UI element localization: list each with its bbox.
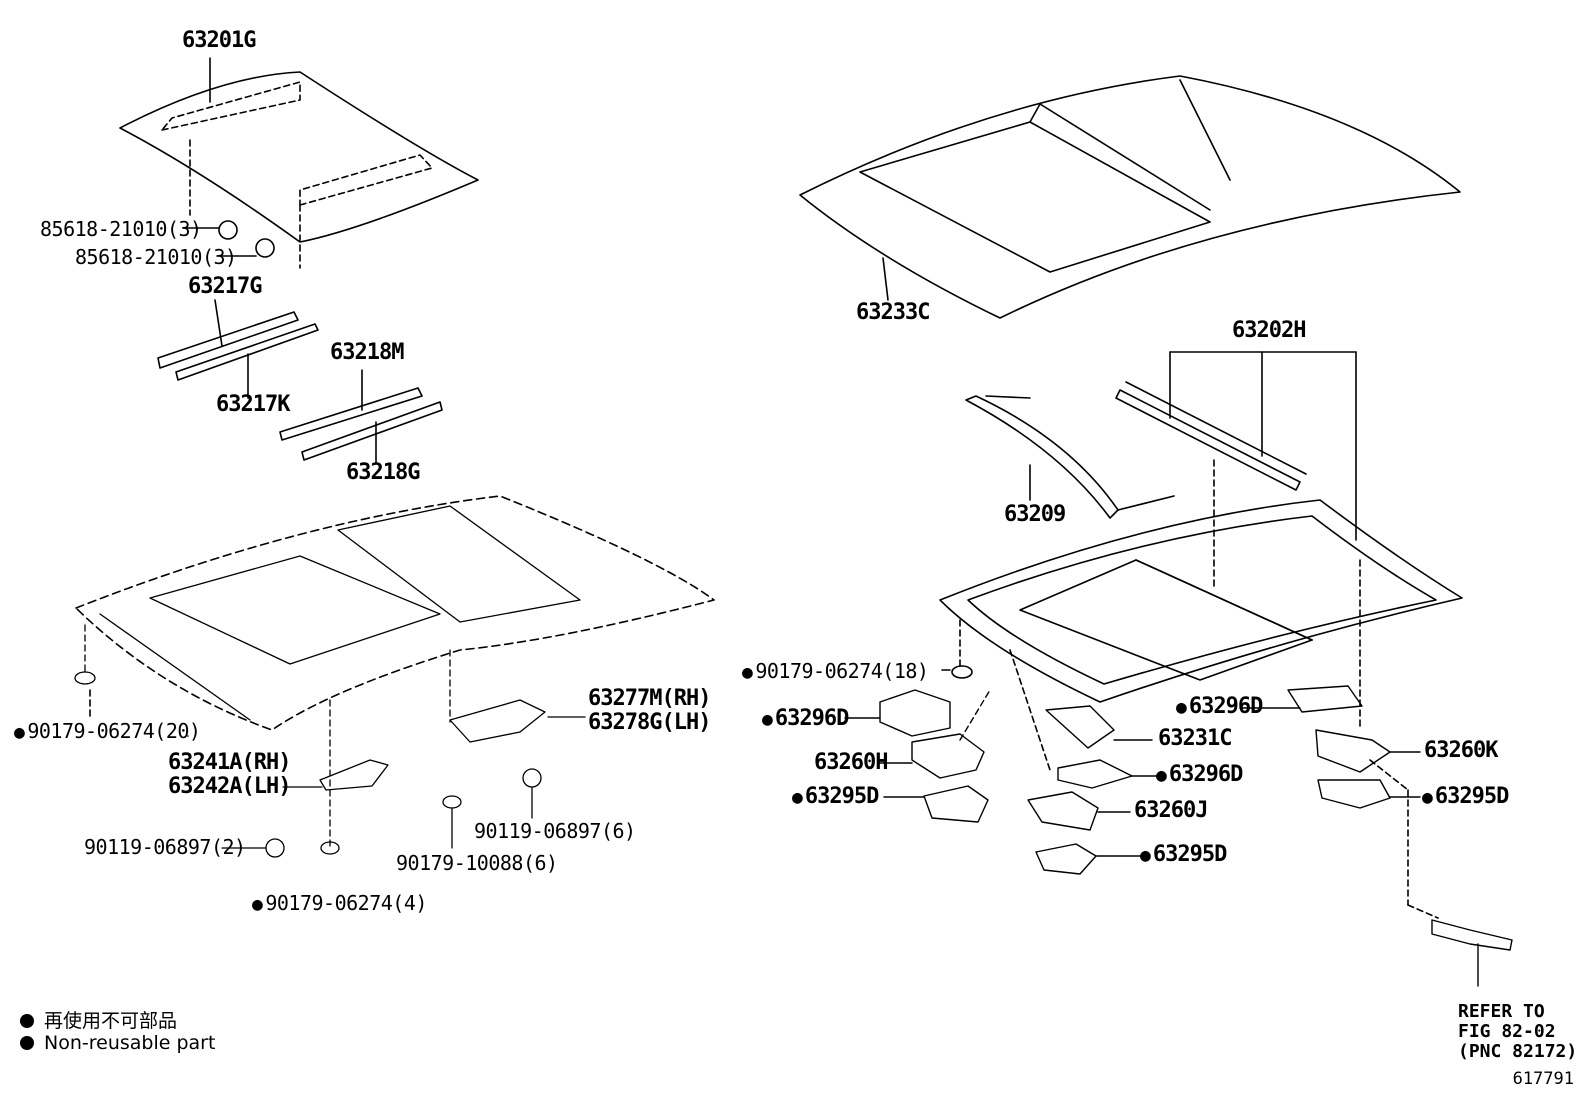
part-label-63218m: 63218M: [330, 340, 404, 365]
part-label-63217k: 63217K: [216, 392, 290, 417]
part-label-63296d-c: 63296D: [1176, 696, 1263, 719]
part-label-63296d-b: 63296D: [1156, 764, 1243, 787]
part-label-90179-18: 90179-06274(18): [742, 660, 929, 684]
headliner-part: [75, 495, 715, 731]
molding-strips-part: [157, 299, 443, 463]
headliner-inner: [74, 505, 586, 858]
part-label-63242a: 63242A(LH): [168, 774, 291, 799]
legend-jp-text: 再使用不可部品: [44, 1010, 178, 1032]
bullet-icon: [20, 1036, 34, 1050]
part-label-90179-10088: 90179-10088(6): [396, 851, 558, 875]
part-label-63295d-c: 63295D: [1422, 786, 1509, 809]
part-label-90119-6: 90119-06897(6): [474, 819, 636, 843]
part-label-85618-b: 85618-21010(3): [75, 245, 237, 269]
part-label-63296d-a: 63296D: [762, 708, 849, 731]
part-label-63217g: 63217G: [188, 274, 262, 299]
part-label-63260j: 63260J: [1134, 798, 1208, 823]
part-label-90179-20: 90179-06274(20): [14, 720, 201, 744]
part-label-63201g: 63201G: [182, 28, 256, 53]
legend-en-text: Non-reusable part: [44, 1032, 216, 1054]
motor-and-pads-parts: [844, 685, 1513, 987]
bullet-icon: [20, 1014, 34, 1028]
part-label-63277m: 63277M(RH): [588, 686, 711, 711]
refer-note: REFER TO FIG 82-02 (PNC 82172): [1458, 1001, 1578, 1062]
sunroof-glass-part: [799, 75, 1461, 319]
part-label-63278g: 63278G(LH): [588, 710, 711, 735]
part-label-63202h: 63202H: [1232, 318, 1306, 343]
part-label-63260h: 63260H: [814, 750, 888, 775]
part-label-63218g: 63218G: [346, 460, 420, 485]
weatherstrip-part: [965, 351, 1357, 541]
part-label-63209: 63209: [1004, 502, 1066, 527]
roof-panel-part: [119, 57, 479, 269]
part-label-90119-2: 90119-06897(2): [84, 835, 246, 859]
legend-en: Non-reusable part: [20, 1032, 215, 1054]
part-label-63260k: 63260K: [1424, 738, 1498, 763]
part-label-85618-a: 85618-21010(3): [40, 217, 202, 241]
illustration-number: 617791: [1512, 1069, 1574, 1089]
sunroof-frame-part: [939, 459, 1463, 919]
part-label-63241a: 63241A(RH): [168, 750, 291, 775]
part-label-63295d-b: 63295D: [1140, 844, 1227, 867]
part-label-63233c: 63233C: [856, 300, 930, 325]
part-label-90179-4: 90179-06274(4): [252, 892, 427, 916]
part-label-63231c: 63231C: [1158, 726, 1232, 751]
legend-jp: 再使用不可部品: [20, 1006, 177, 1033]
part-label-63295d-a: 63295D: [792, 786, 879, 809]
